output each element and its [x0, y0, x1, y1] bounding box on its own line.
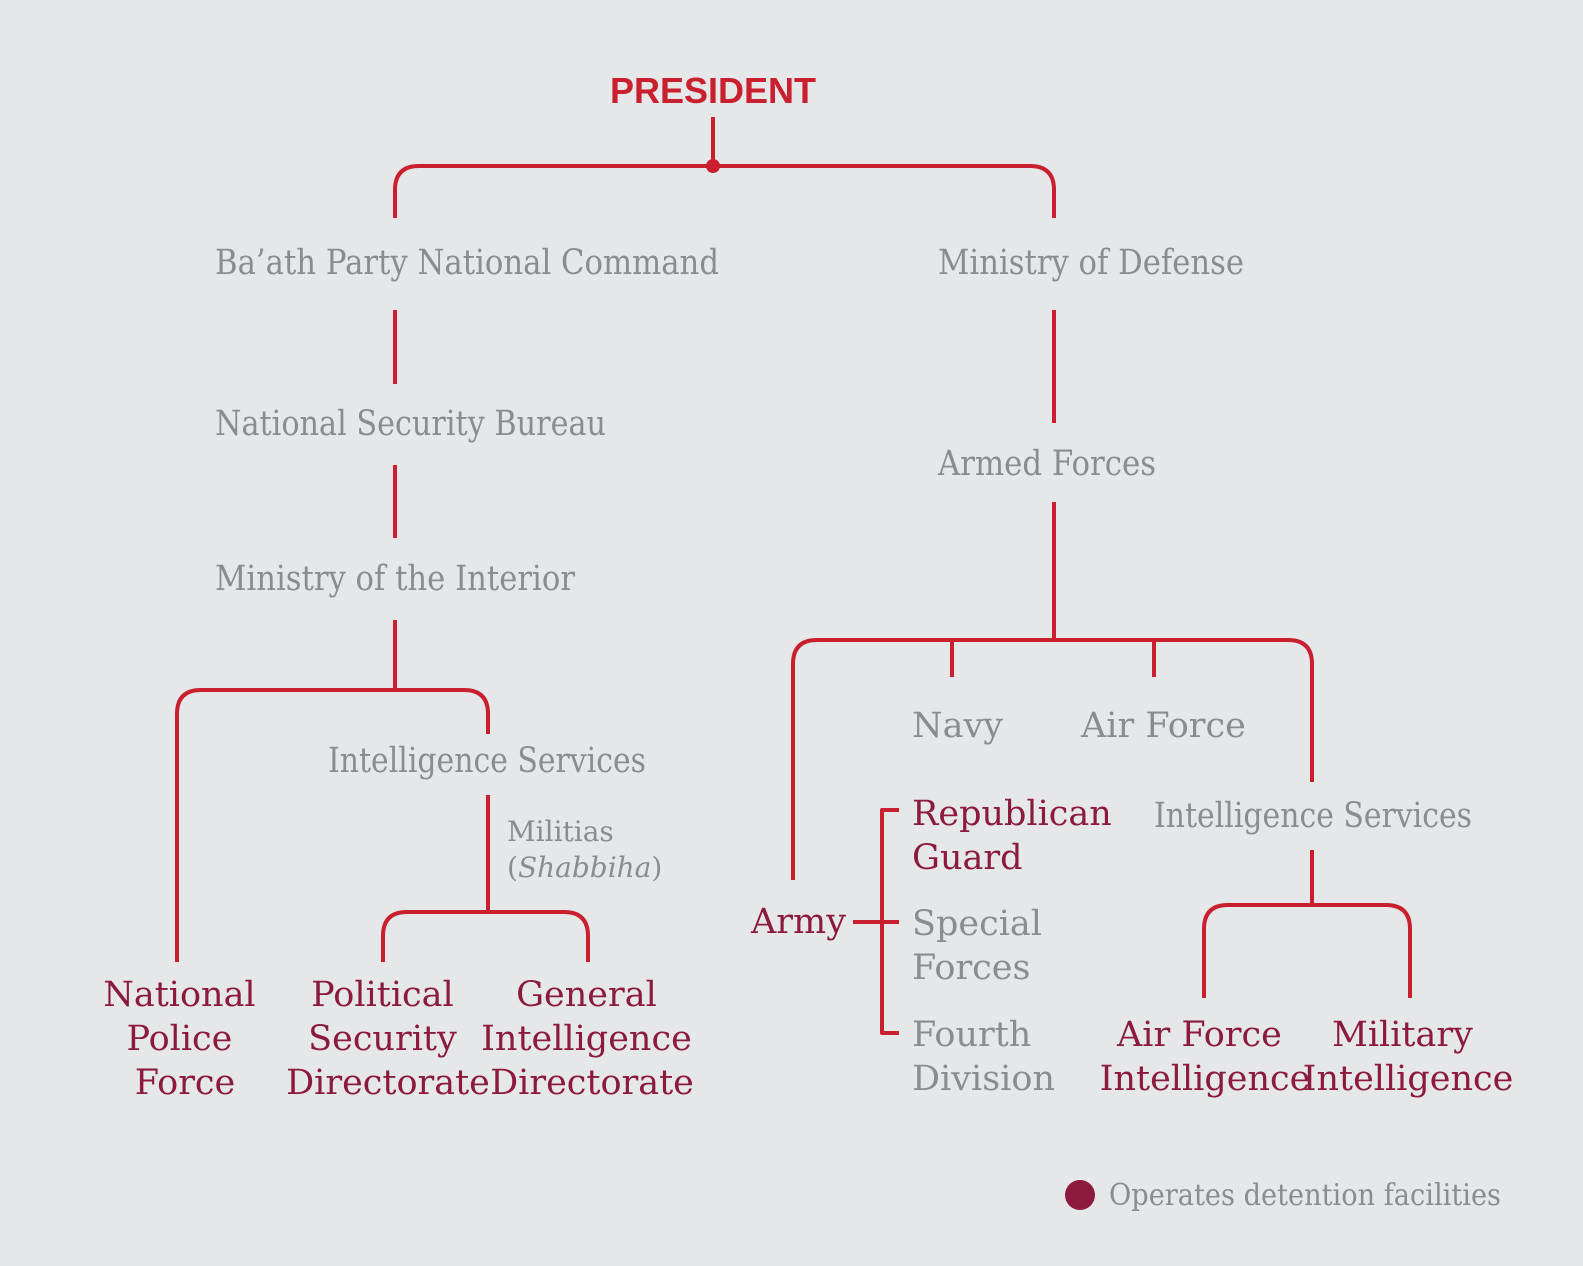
node-general-intelligence-directorate: General Intelligence Directorate	[481, 975, 703, 1103]
political-line-3: Directorate	[286, 1063, 490, 1103]
militias-open-paren: (	[507, 851, 518, 884]
line-intel-left-bracket	[381, 910, 590, 962]
legend: Operates detention facilities	[1065, 1178, 1501, 1213]
special-line-2: Forces	[912, 948, 1030, 988]
republican-line-2: Guard	[912, 838, 1023, 878]
node-armed-forces: Armed Forces	[937, 444, 1156, 484]
node-republican-guard: Republican Guard	[912, 794, 1123, 878]
fourth-line-2: Division	[912, 1059, 1055, 1099]
line-intel-right-bracket	[1202, 903, 1412, 998]
militias-close-paren: )	[651, 851, 662, 884]
mil-line-1: Military	[1332, 1015, 1473, 1055]
node-navy: Navy	[912, 706, 1003, 746]
police-line-1: National	[103, 975, 255, 1015]
node-baath-party: Ba’ath Party National Command	[215, 243, 719, 283]
node-intelligence-services-left: Intelligence Services	[328, 741, 646, 781]
militias-shabbiha-italic: Shabbiha	[518, 851, 651, 884]
political-line-1: Political	[311, 975, 454, 1015]
legend-dot-icon	[1065, 1180, 1095, 1210]
node-militias-shabbiha: (Shabbiha)	[507, 851, 662, 884]
node-ministry-interior: Ministry of the Interior	[215, 559, 575, 599]
node-labels: PRESIDENT Ba’ath Party National Command …	[103, 70, 1513, 1103]
node-army: Army	[750, 902, 846, 942]
mil-line-2: Intelligence	[1303, 1059, 1514, 1099]
node-national-police-force: National Police Force	[103, 975, 267, 1103]
node-special-forces: Special Forces	[912, 904, 1053, 988]
node-fourth-division: Fourth Division	[912, 1015, 1055, 1099]
afi-line-2: Intelligence	[1100, 1059, 1311, 1099]
special-line-1: Special	[912, 904, 1042, 944]
general-line-1: General	[516, 975, 657, 1015]
afi-line-1: Air Force	[1116, 1015, 1282, 1055]
node-militias: Militias	[507, 815, 614, 848]
police-line-2: Police	[126, 1019, 232, 1059]
node-intelligence-services-right: Intelligence Services	[1154, 796, 1472, 836]
node-air-force: Air Force	[1080, 706, 1246, 746]
republican-line-1: Republican	[912, 794, 1112, 834]
node-national-security-bureau: National Security Bureau	[215, 404, 606, 444]
fourth-line-1: Fourth	[912, 1015, 1031, 1055]
police-line-3: Force	[135, 1063, 236, 1103]
connector-lines	[175, 117, 1412, 1035]
line-interior-bracket	[175, 688, 490, 962]
node-military-intelligence: Military Intelligence	[1303, 1015, 1514, 1099]
node-president: PRESIDENT	[610, 70, 816, 111]
general-line-2: Intelligence	[481, 1019, 692, 1059]
line-armed-bracket	[791, 638, 1314, 880]
node-air-force-intelligence: Air Force Intelligence	[1100, 1015, 1311, 1099]
legend-label: Operates detention facilities	[1109, 1178, 1501, 1213]
node-political-security-directorate: Political Security Directorate	[286, 975, 490, 1103]
line-top-bracket	[393, 164, 1056, 218]
node-ministry-defense: Ministry of Defense	[938, 243, 1244, 283]
political-line-2: Security	[308, 1019, 457, 1059]
general-line-3: Directorate	[490, 1063, 694, 1103]
